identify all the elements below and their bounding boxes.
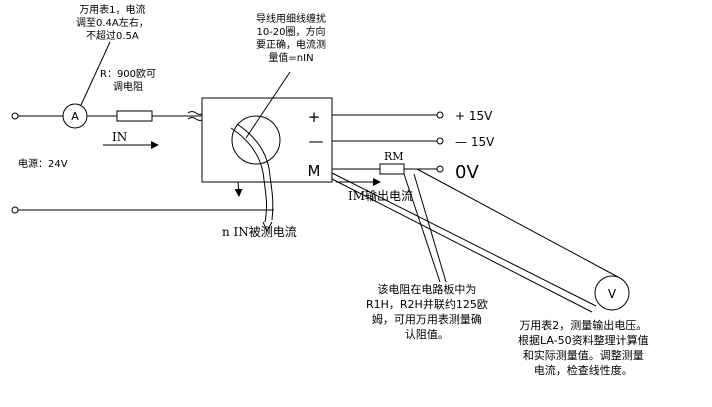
rm-resistor [379,163,405,175]
current-sensor-box [201,97,333,183]
plus15-label: + 15V [455,109,493,123]
voltmeter-2-note: 万用表2，测量输出电压。 根据LA-50资料整理计算值 和实际测量值。调整测量 … [518,319,649,377]
rm-note-leader [413,173,447,283]
voltmeter-symbol: V [608,287,617,301]
ammeter-1: A [62,103,88,129]
pin-m-label: M [308,162,321,180]
in-current-arrow: IN [103,130,159,149]
pin-plus-label: + [308,108,321,126]
return-wire [11,206,274,214]
im-output-label: IM输出电流 [348,188,413,203]
winding-note: 导线用细线缠扰 10-20圈，方向 要正确，电流测 量值=nIN [256,14,326,64]
sensor-core [231,115,281,165]
input-wire [11,112,202,120]
n-in-measured-label: n IN被测电流 [222,225,297,239]
small-arrow [234,181,243,197]
pin-minus-label: — [309,132,324,150]
zero-v-label: 0V [455,162,479,183]
in-current-label: IN [112,130,127,144]
output-wires [332,111,444,173]
resistor-note: R：900欧可 调电阻 [100,69,157,93]
minus15-label: — 15V [455,135,495,149]
rm-resistor-note: 该电阻在电路板中为 R1H，R2H并联约125欧 姆，可用万用表测量确 认阻值。 [366,283,488,341]
rm-note-leader-2 [403,173,441,283]
power-note: 电源：24V [18,159,68,170]
winding-conductor [230,123,274,233]
ammeter-note-leader [80,41,111,106]
adjustable-resistor [116,110,153,122]
ammeter-symbol: A [71,110,79,123]
ammeter-1-note: 万用表1，电流 调至0.4A左右， 不超过0.5A [76,5,149,42]
voltmeter-leads [331,168,619,313]
winding-note-leader [245,71,291,139]
rm-label: RM [384,150,404,163]
voltmeter-2: V [594,275,630,311]
